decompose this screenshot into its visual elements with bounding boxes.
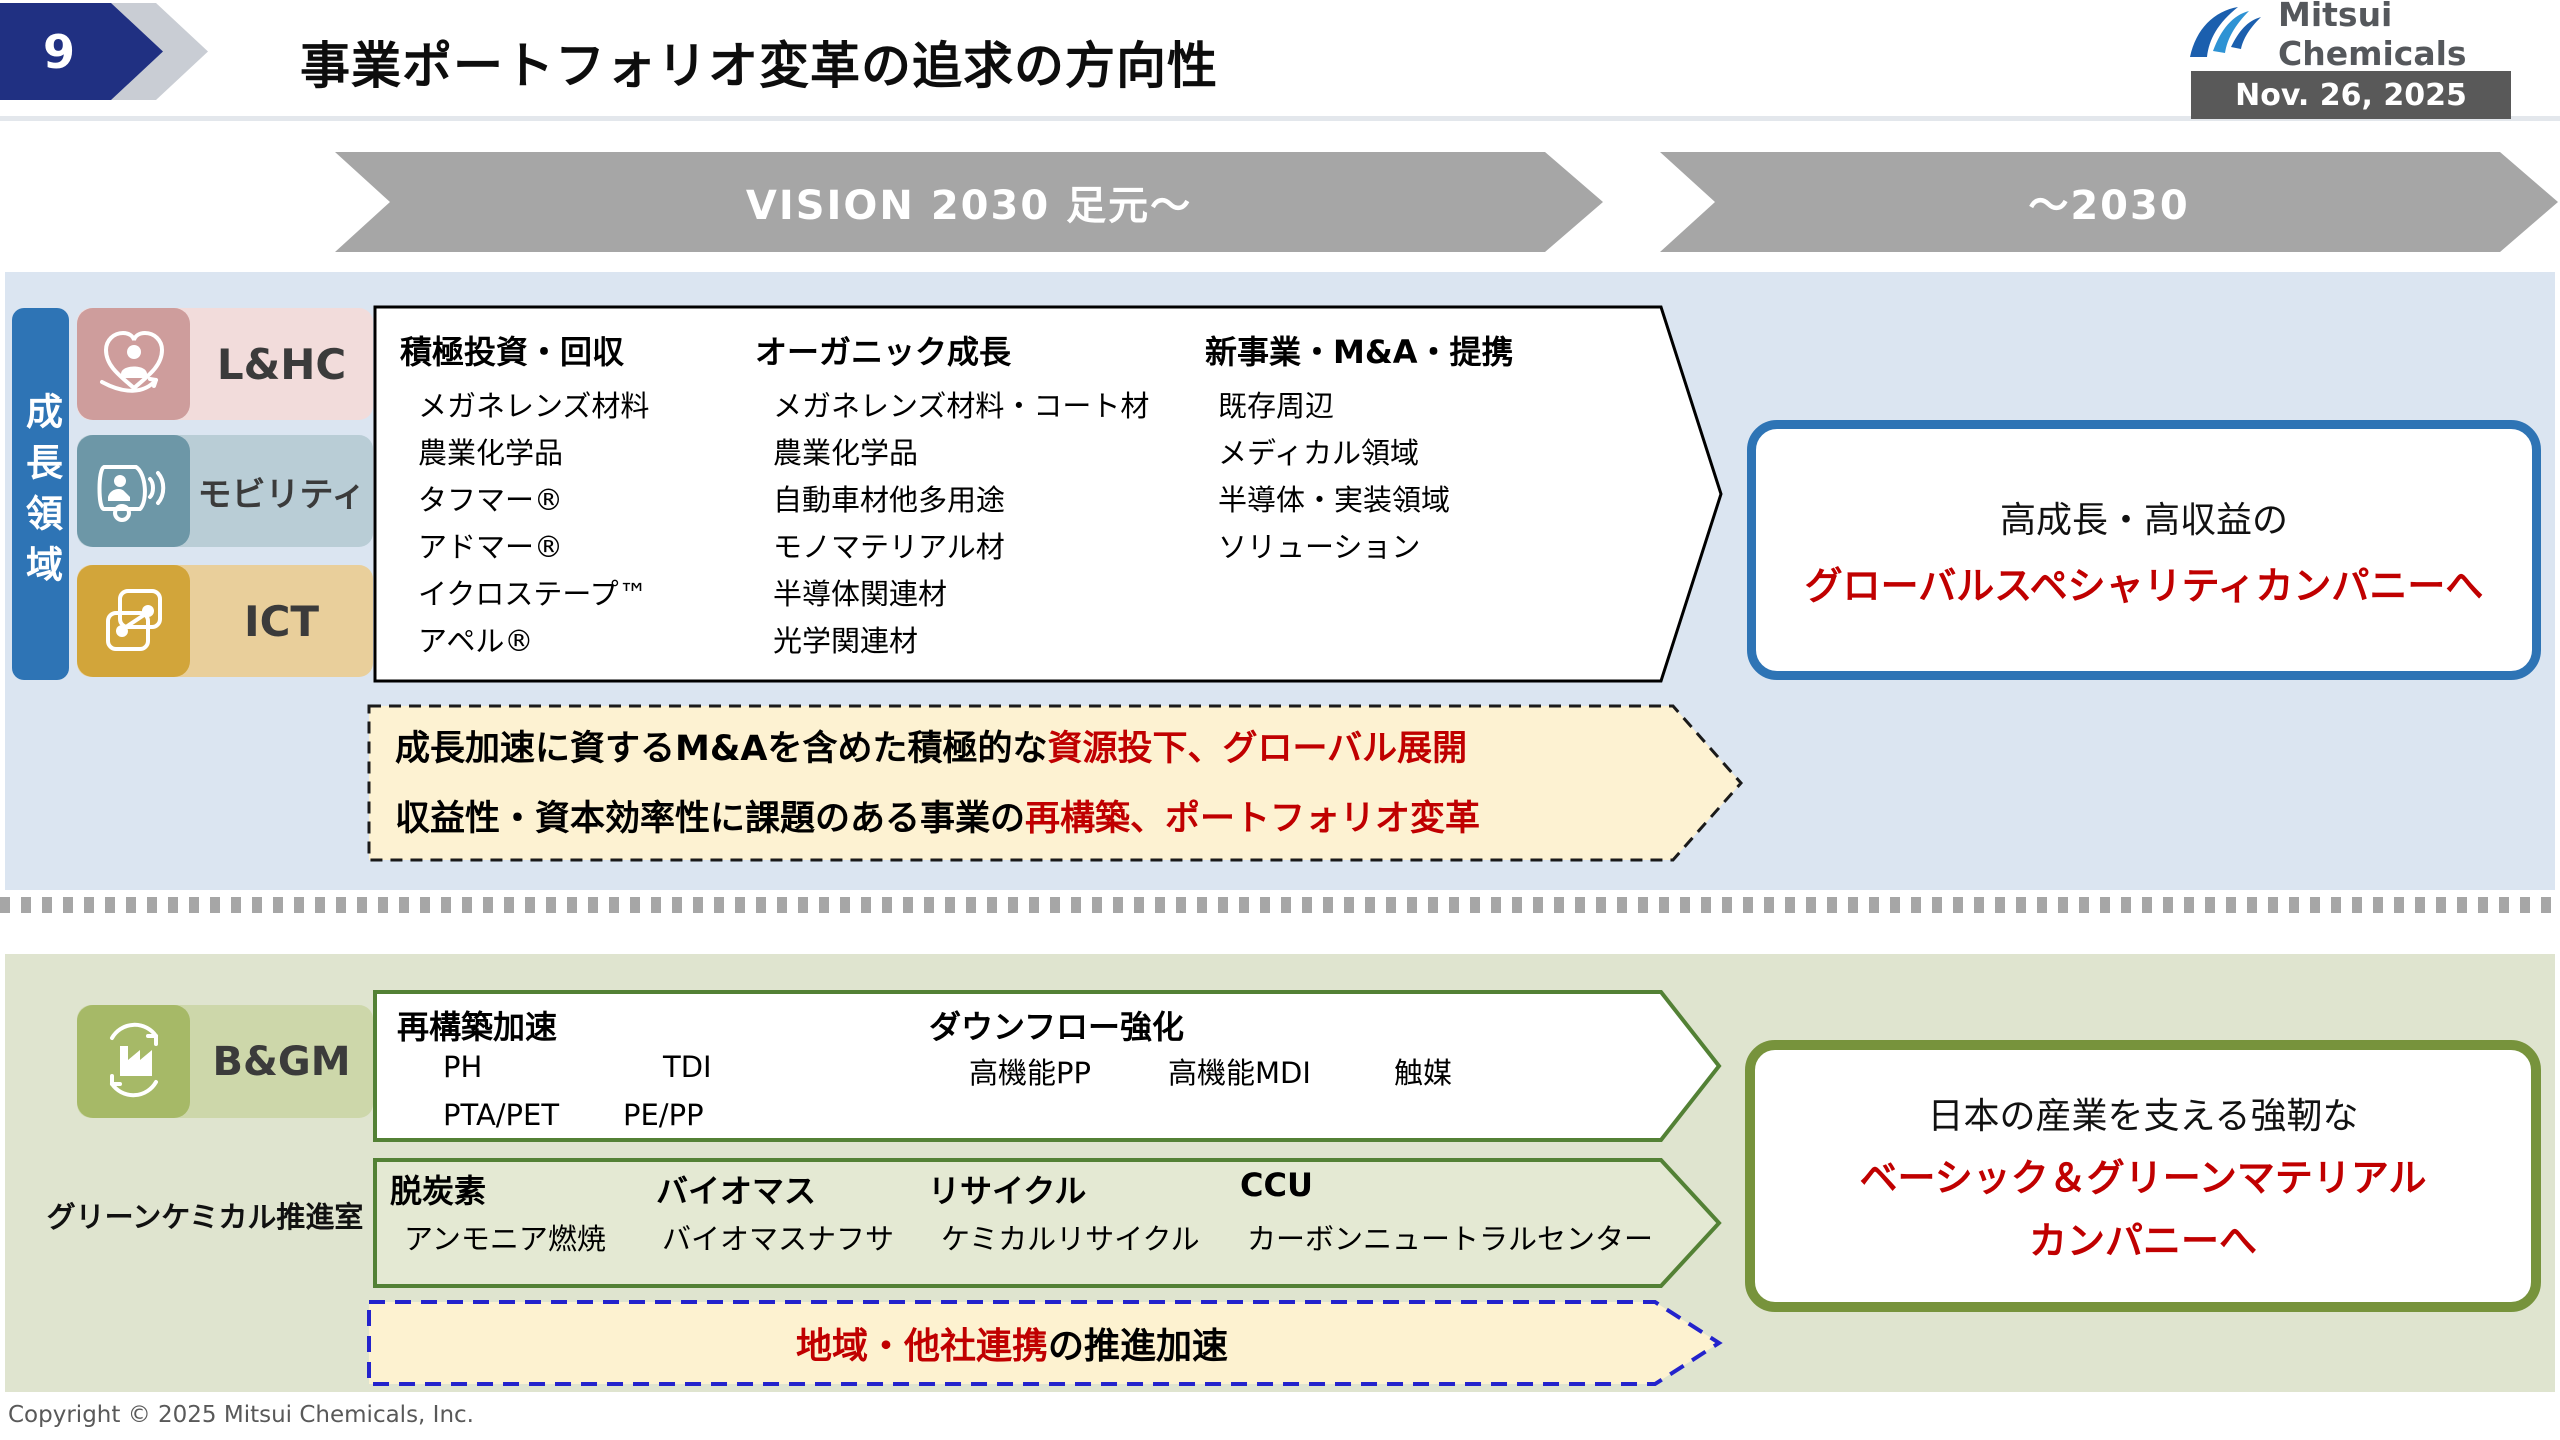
strategy-item: 既存周辺 xyxy=(1218,389,1335,423)
restructure-item: TDI xyxy=(663,1050,712,1084)
strategy-item: 自動車材他多用途 xyxy=(773,483,1006,517)
biomass-item: バイオマスナフサ xyxy=(662,1222,895,1256)
strategy-item: イクロステープ™ xyxy=(418,577,648,611)
category-iconbox-lhc xyxy=(77,308,190,420)
growth-goal-line2: グローバルスペシャリティカンパニーへ xyxy=(1804,563,2484,608)
downflow-item: 高機能MDI xyxy=(1168,1056,1311,1090)
growth-action-box: 成長加速に資するM&Aを含めた積極的な資源投下、グローバル展開 収益性・資本効率… xyxy=(367,704,1745,862)
downflow-header: ダウンフロー強化 xyxy=(929,1008,1185,1046)
basic-action-box: 地域・他社連携の推進加速 xyxy=(367,1300,1723,1386)
decarbon-item: アンモニア燃焼 xyxy=(404,1222,606,1256)
strategy-col2-items: メガネレンズ材料・コート材 農業化学品 自動車材他多用途 モノマテリアル材 半導… xyxy=(773,383,1149,665)
growth-action-line1-black: 成長加速に資するM&Aを含めた積極的な xyxy=(395,729,1048,769)
strategy-item: メガネレンズ材料・コート材 xyxy=(773,389,1150,423)
growth-goal-line1: 高成長・高収益の xyxy=(1999,499,2288,541)
green-chemical-box: 脱炭素 アンモニア燃焼 バイオマス バイオマスナフサ リサイクル ケミカルリサイ… xyxy=(373,1158,1723,1288)
basic-restructure-box: 再構築加速 PH TDI PTA/PET PE/PP ダウンフロー強化 高機能P… xyxy=(373,990,1723,1142)
factory-recycle-icon xyxy=(90,1016,178,1108)
biomass-header: バイオマス xyxy=(656,1172,817,1210)
green-chemical-office-label: グリーンケミカル推進室 xyxy=(46,1200,364,1234)
decarbon-header: 脱炭素 xyxy=(390,1172,487,1210)
strategy-item: 農業化学品 xyxy=(773,436,919,470)
strategy-item: ソリューション xyxy=(1218,530,1421,564)
basic-goal-line2: ベーシック＆グリーンマテリアル xyxy=(1859,1156,2427,1200)
basic-goal-line1: 日本の産業を支える強靭な xyxy=(1927,1096,2359,1137)
strategy-item: モノマテリアル材 xyxy=(773,530,1005,564)
growth-strategy-box: 積極投資・回収 メガネレンズ材料 農業化学品 タフマー® アドマー® イクロステ… xyxy=(373,305,1723,683)
date-badge: Nov. 26, 2025 xyxy=(2191,71,2511,119)
copyright-text: Copyright © 2025 Mitsui Chemicals, Inc. xyxy=(8,1402,474,1428)
strategy-item: アドマー® xyxy=(418,530,564,564)
category-iconbox-ict xyxy=(77,565,190,677)
mitsui-wave-logo-icon xyxy=(2186,3,2266,65)
restructure-item: PTA/PET xyxy=(443,1098,560,1132)
basic-goal-box: 日本の産業を支える強靭な ベーシック＆グリーンマテリアル カンパニーへ xyxy=(1745,1040,2541,1312)
category-iconbox-mobility xyxy=(77,435,190,547)
ccu-header: CCU xyxy=(1240,1166,1313,1204)
heart-person-icon xyxy=(90,318,178,410)
strategy-col3-items: 既存周辺 メディカル領域 半導体・実装領域 ソリューション xyxy=(1218,383,1450,571)
growth-action-line2-red: 再構築、ポートフォリオ変革 xyxy=(1025,799,1481,839)
basic-action-black: の推進加速 xyxy=(1048,1326,1229,1367)
timeline-banner-vision2030: VISION 2030 足元～ xyxy=(335,152,1603,252)
growth-goal-box: 高成長・高収益の グローバルスペシャリティカンパニーへ xyxy=(1747,420,2541,680)
strategy-item: メガネレンズ材料 xyxy=(418,389,650,423)
section-dotted-divider xyxy=(0,897,2560,913)
downflow-item: 触媒 xyxy=(1394,1056,1453,1090)
category-label-mobility: モビリティ xyxy=(197,474,366,515)
growth-action-line2: 収益性・資本効率性に課題のある事業の再構築、ポートフォリオ変革 xyxy=(395,790,1480,841)
header-divider xyxy=(0,116,2560,121)
strategy-item: メディカル領域 xyxy=(1218,436,1419,470)
page-number: 9 xyxy=(42,24,75,79)
recycle-item: ケミカルリサイクル xyxy=(941,1222,1200,1256)
strategy-col2-header: オーガニック成長 xyxy=(755,333,1012,371)
category-label-lhc: L&HC xyxy=(216,339,347,389)
basic-goal-line3: カンパニーへ xyxy=(2028,1219,2257,1263)
strategy-item: 光学関連材 xyxy=(773,624,919,658)
restructure-header: 再構築加速 xyxy=(397,1008,558,1046)
ict-network-icon xyxy=(90,575,178,667)
growth-action-line1-red: 資源投下、グローバル展開 xyxy=(1047,729,1468,769)
mobility-icon xyxy=(90,445,178,537)
strategy-item: 農業化学品 xyxy=(418,436,564,470)
basic-action-red: 地域・他社連携 xyxy=(795,1326,1048,1367)
growth-action-line1: 成長加速に資するM&Aを含めた積極的な資源投下、グローバル展開 xyxy=(395,720,1467,771)
strategy-col3-header: 新事業・M&A・提携 xyxy=(1205,333,1514,371)
category-label-bgm: B&GM xyxy=(212,1038,351,1085)
company-logo-text: Mitsui Chemicals xyxy=(2278,0,2467,73)
restructure-item: PH xyxy=(443,1050,483,1084)
downflow-item: 高機能PP xyxy=(969,1056,1091,1090)
growth-action-line2-black: 収益性・資本効率性に課題のある事業の xyxy=(395,799,1026,839)
basic-action-text: 地域・他社連携の推進加速 xyxy=(367,1300,1657,1386)
recycle-header: リサイクル xyxy=(928,1172,1087,1210)
strategy-item: タフマー® xyxy=(418,483,564,517)
strategy-item: アペル® xyxy=(418,624,534,658)
strategy-item: 半導体・実装領域 xyxy=(1218,483,1451,517)
growth-side-label: 成長領域 xyxy=(19,392,63,596)
ccu-item: カーボンニュートラルセンター xyxy=(1247,1222,1654,1256)
restructure-item: PE/PP xyxy=(623,1098,704,1132)
strategy-item: 半導体関連材 xyxy=(773,577,948,611)
company-logo: Mitsui Chemicals xyxy=(2186,0,2546,73)
page-title: 事業ポートフォリオ変革の追求の方向性 xyxy=(300,37,1218,95)
strategy-col1-items: メガネレンズ材料 農業化学品 タフマー® アドマー® イクロステープ™ アペル® xyxy=(418,383,649,665)
category-label-ict: ICT xyxy=(243,596,320,646)
strategy-col1-header: 積極投資・回収 xyxy=(400,333,625,371)
growth-side-bar: 成長領域 xyxy=(12,308,69,680)
category-iconbox-bgm xyxy=(77,1005,190,1118)
timeline-banner-2030: ～2030 xyxy=(1660,152,2558,252)
